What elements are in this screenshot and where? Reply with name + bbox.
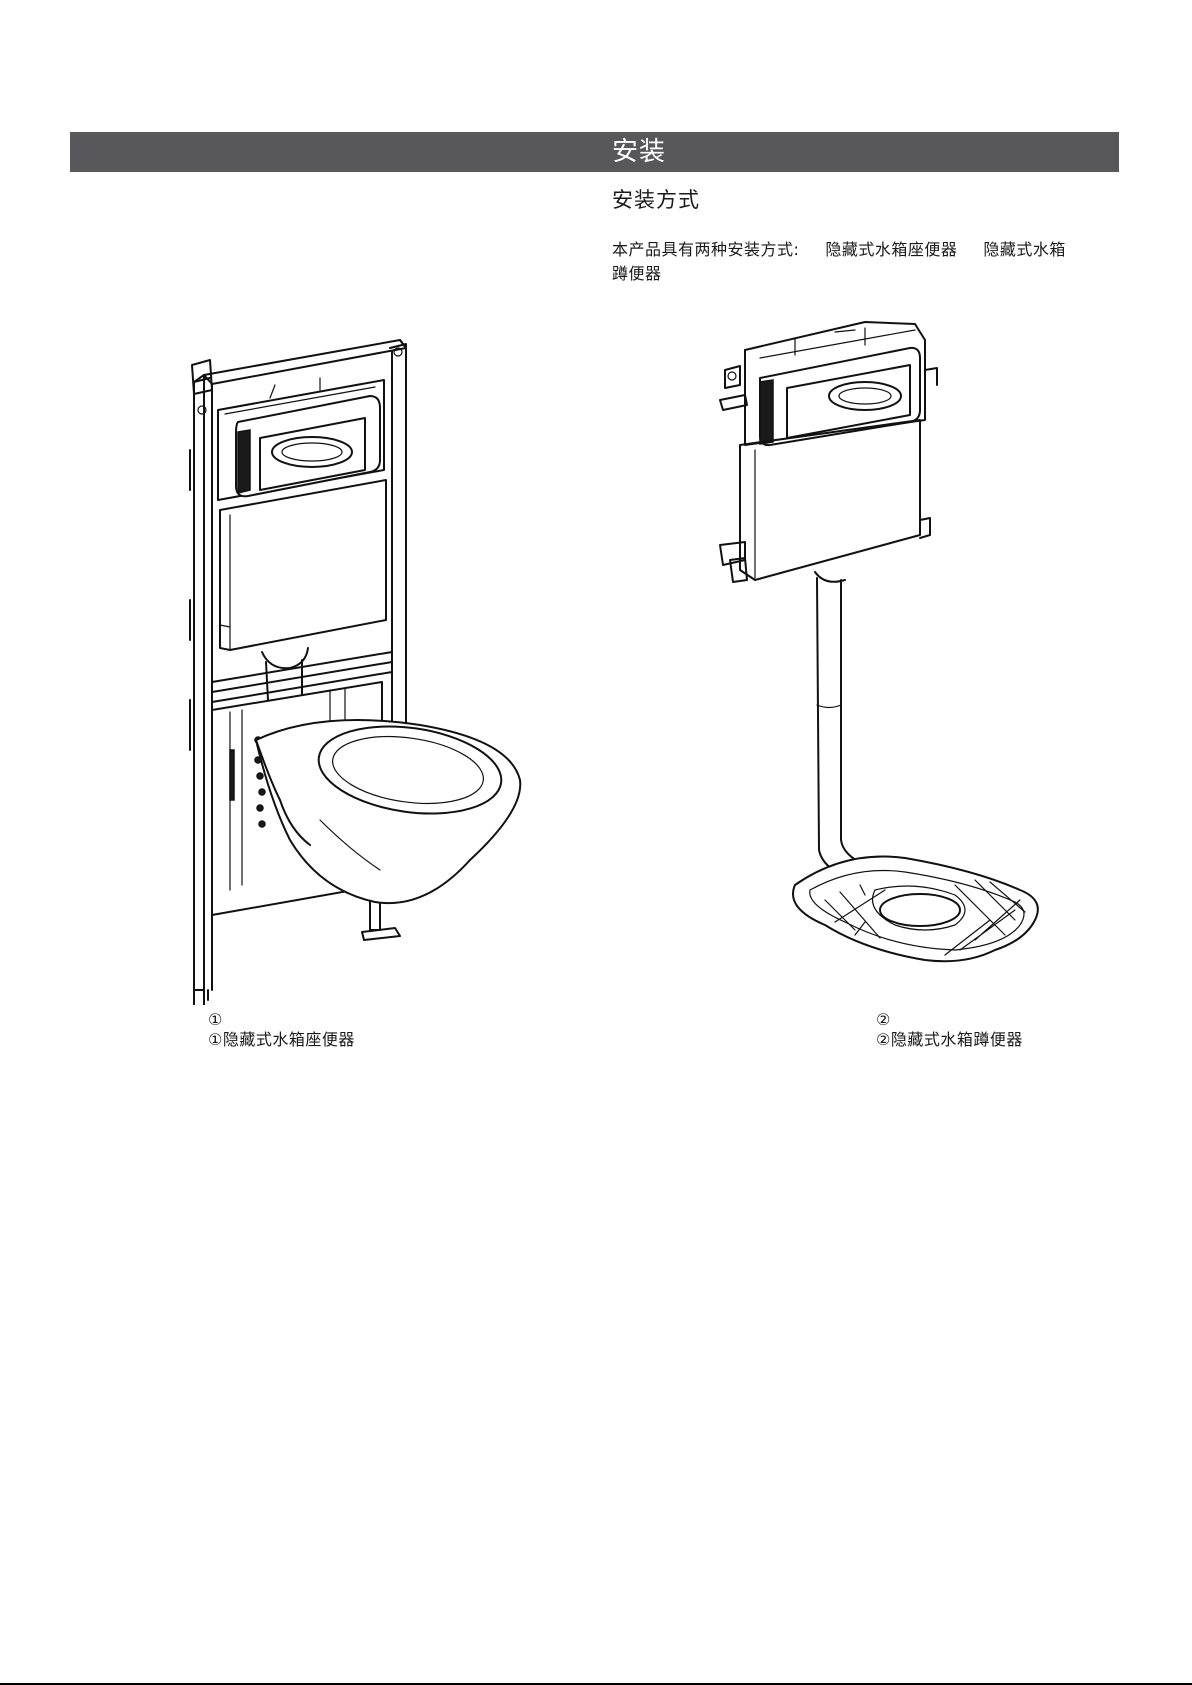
figure-2-number: ②: [876, 1010, 891, 1030]
section-title: 安装方式: [612, 186, 700, 214]
intro-text-line-2: 蹲便器: [612, 263, 662, 285]
intro-option-2-part1: 隐藏式水箱: [983, 240, 1066, 259]
intro-option-1: 隐藏式水箱座便器: [825, 240, 957, 259]
intro-prefix: 本产品具有两种安装方式:: [612, 240, 799, 259]
intro-option-2-part2: 蹲便器: [612, 264, 662, 283]
wall-hung-toilet-illustration: [170, 330, 540, 1005]
intro-text-line-1: 本产品具有两种安装方式: 隐藏式水箱座便器 隐藏式水箱: [612, 239, 1066, 261]
section-header-bar: 安装: [70, 132, 1119, 172]
figure-2-caption: ②隐藏式水箱蹲便器: [876, 1030, 1023, 1050]
figure-1-caption: ①隐藏式水箱座便器: [208, 1030, 355, 1050]
squat-toilet-illustration: [715, 310, 1070, 970]
figure-1-number: ①: [208, 1010, 223, 1030]
header-title: 安装: [612, 136, 666, 168]
